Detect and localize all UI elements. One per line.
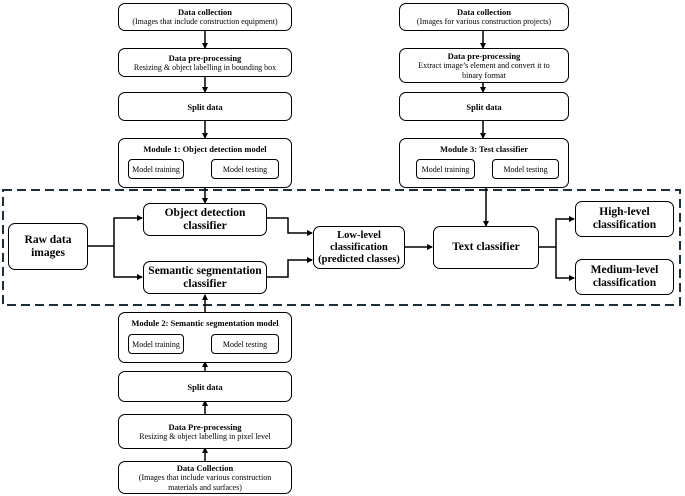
tr-split-data-box: Split data bbox=[399, 92, 569, 121]
tl-split-data-title: Split data bbox=[187, 101, 223, 112]
tl-data-collection-subtitle: (Images that include construction equipm… bbox=[132, 17, 278, 26]
arrow-segmentation-to-low-level bbox=[266, 257, 313, 278]
tr-data-collection-subtitle: (Images for various construction project… bbox=[416, 17, 552, 26]
module2-training: Model training bbox=[128, 334, 184, 354]
text-classifier-box: Text classifier bbox=[433, 226, 539, 269]
module2-title: Module 2: Semantic segmentation model bbox=[131, 318, 279, 328]
bottom-split-data-title: Split data bbox=[187, 381, 223, 392]
object-detection-label: Object detection classifier bbox=[164, 206, 246, 232]
tl-split-data-box: Split data bbox=[118, 92, 292, 121]
text-classifier-label: Text classifier bbox=[452, 241, 520, 253]
high-level-label: High-level classification bbox=[592, 206, 657, 231]
bottom-data-collection-title: Data Collection bbox=[176, 462, 234, 473]
tr-preprocessing-title: Data pre-processing bbox=[447, 50, 521, 61]
arrow-text-to-medium-level bbox=[555, 247, 575, 281]
low-level-box: Low-level classification (predicted clas… bbox=[313, 226, 405, 269]
bottom-split-data-box: Split data bbox=[118, 371, 292, 402]
module3-training: Model training bbox=[416, 159, 475, 179]
bottom-preprocessing-box: Data Pre-processing Resizing & object la… bbox=[118, 414, 292, 449]
bottom-data-collection-subtitle: (Images that include various constructio… bbox=[138, 472, 272, 492]
module3-testing: Model testing bbox=[492, 159, 559, 179]
tr-preprocessing-box: Data pre-processing Extract image’s elem… bbox=[399, 48, 569, 83]
tl-data-collection-title: Data collection bbox=[177, 7, 233, 17]
bottom-data-collection-box: Data Collection (Images that include var… bbox=[118, 461, 292, 494]
module1-training: Model training bbox=[128, 159, 184, 179]
tl-preprocessing-subtitle: Resizing & object labelling in bounding … bbox=[133, 62, 277, 72]
semantic-segmentation-label: Semantic segmentation classifier bbox=[148, 264, 262, 290]
tl-preprocessing-title: Data pre-processing bbox=[168, 52, 242, 63]
tl-preprocessing-box: Data pre-processing Resizing & object la… bbox=[118, 48, 292, 77]
module1-testing: Model testing bbox=[211, 159, 279, 179]
low-level-label: Low-level classification (predicted clas… bbox=[318, 229, 400, 265]
module1-title: Module 1: Object detection model bbox=[143, 144, 267, 154]
tr-preprocessing-subtitle: Extract image’s element and convert it t… bbox=[418, 60, 550, 80]
arrow-object-detection-to-low-level bbox=[266, 217, 313, 236]
tr-data-collection-box: Data collection (Images for various cons… bbox=[399, 3, 569, 31]
bottom-preprocessing-subtitle: Resizing & object labelling in pixel lev… bbox=[139, 431, 271, 441]
high-level-box: High-level classification bbox=[575, 201, 674, 237]
arrow-raw-to-object-detection bbox=[87, 215, 143, 247]
semantic-segmentation-box: Semantic segmentation classifier bbox=[143, 261, 267, 294]
raw-data-box: Raw data images bbox=[8, 223, 88, 270]
bottom-preprocessing-title: Data Pre-processing bbox=[168, 421, 242, 432]
medium-level-box: Medium-level classification bbox=[575, 259, 674, 295]
tr-data-collection-title: Data collection bbox=[456, 7, 512, 17]
arrow-raw-to-semantic-segmentation bbox=[113, 246, 143, 280]
arrow-text-to-high-level bbox=[538, 216, 575, 248]
module3-title: Module 3: Test classifier bbox=[439, 144, 529, 154]
module2-testing: Model testing bbox=[211, 334, 279, 354]
raw-data-label: Raw data images bbox=[24, 233, 72, 259]
object-detection-box: Object detection classifier bbox=[143, 203, 267, 236]
tr-split-data-title: Split data bbox=[466, 101, 502, 112]
medium-level-label: Medium-level classification bbox=[590, 264, 659, 289]
tl-data-collection-box: Data collection (Images that include con… bbox=[118, 3, 292, 31]
pipeline-region bbox=[2, 189, 681, 306]
